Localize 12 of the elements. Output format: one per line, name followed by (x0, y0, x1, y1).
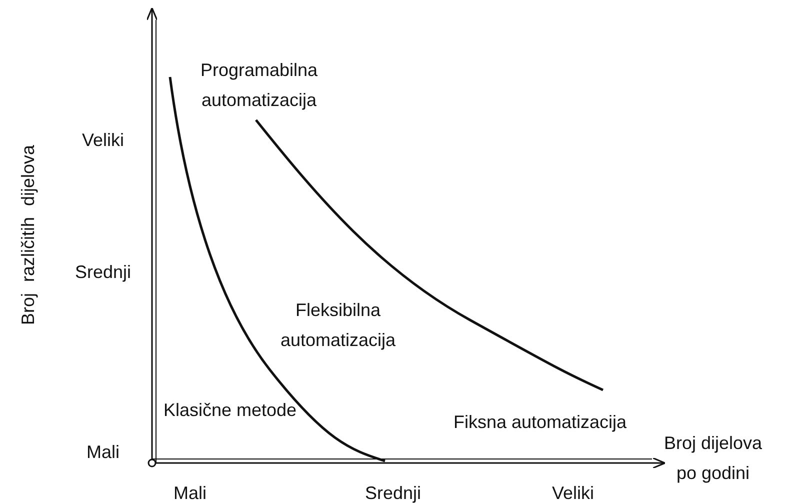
region-label: Programabilna automatizacija (199, 59, 319, 112)
tick-label: Veliki (550, 482, 596, 503)
tick-label: Veliki (80, 129, 126, 152)
axis-title: Broj dijelova po godini (662, 432, 764, 485)
tick-label: Srednji (74, 261, 132, 284)
region-label: Fleksibilna automatizacija (279, 299, 397, 352)
region-label: Fiksna automatizacija (452, 411, 628, 434)
axis-title: Broj različitih dijelova (17, 144, 39, 328)
tick-label: Srednji (364, 482, 422, 503)
tick-label: Mali (85, 441, 120, 464)
tick-label: Mali (172, 482, 208, 503)
region-label: Klasične metode (162, 399, 298, 422)
